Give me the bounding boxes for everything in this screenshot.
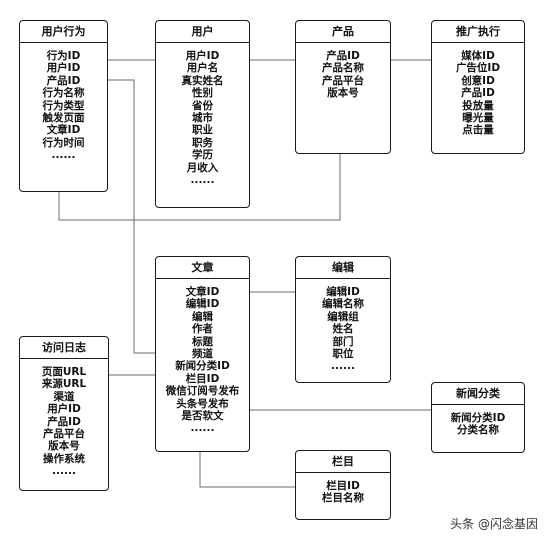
entity-title: 新闻分类 — [432, 383, 524, 405]
entity-field: 部门 — [332, 335, 354, 348]
entity-title: 编辑 — [296, 257, 390, 279]
entity-field: 产品ID — [326, 50, 360, 62]
entity-field: 城市 — [192, 111, 213, 124]
entity-field: 是否软文 — [181, 409, 224, 422]
link-article-column — [199, 451, 296, 488]
watermark: 头条 @闪念基因 — [450, 517, 538, 531]
entity-title: 产品 — [296, 21, 390, 43]
entity-field: 编辑ID — [326, 286, 360, 298]
entity-field: 用户ID — [46, 62, 81, 75]
entity-field: 产品ID — [47, 415, 81, 428]
entity-field: 产品ID — [46, 74, 81, 87]
entity-field: 性别 — [192, 87, 213, 100]
entity-field: 月收入 — [186, 161, 219, 174]
entity-field: 职位 — [332, 347, 354, 360]
entity-title: 推广执行 — [432, 21, 524, 43]
entity-field: 频道 — [192, 347, 213, 360]
entity-title: 文章 — [156, 257, 249, 279]
entity-field: 产品ID — [461, 87, 495, 100]
entity-field: 编辑名称 — [322, 298, 364, 311]
entity-field: 触发页面 — [42, 111, 85, 124]
entity-field: 新闻分类ID — [450, 412, 506, 424]
entity-field: ...... — [52, 465, 76, 478]
entity-field: 产品平台 — [322, 74, 364, 87]
entity-field: 产品平台 — [43, 427, 85, 440]
entity-field: 行为类型 — [42, 99, 85, 112]
entity-field: ...... — [51, 149, 76, 162]
entity-field: 学历 — [192, 149, 213, 162]
entity-field: 产品名称 — [322, 62, 364, 75]
entity-field: 编辑 — [192, 310, 213, 323]
entity-field: 分类名称 — [457, 424, 499, 437]
entity-field: 栏目ID — [185, 372, 220, 385]
entity-field: 操作系统 — [43, 452, 85, 465]
entity-field: 页面URL — [41, 366, 87, 378]
entity-field: 版本号 — [48, 440, 80, 453]
entity-field: 媒体ID — [461, 50, 495, 62]
entity-field: ...... — [331, 360, 355, 373]
entity-field: 投放量 — [462, 99, 494, 112]
entity-field: 文章ID — [185, 286, 220, 298]
entity-field: 微信订阅号发布 — [165, 385, 240, 398]
entity-title: 栏目 — [296, 451, 390, 473]
entity-field: 行为ID — [46, 50, 81, 62]
entity-title: 用户 — [156, 21, 249, 43]
entity-field: 省份 — [192, 99, 213, 112]
entity-field: 文章ID — [46, 124, 81, 137]
entity-field: 行为名称 — [42, 87, 85, 100]
entity-field: 栏目名称 — [322, 492, 364, 505]
entity-field: 编辑组 — [327, 310, 359, 323]
entity-title: 访问日志 — [20, 337, 108, 359]
entity-field: 创意ID — [461, 74, 495, 87]
entity-field: 头条号发布 — [176, 397, 229, 410]
entity-field: 编辑ID — [185, 298, 220, 311]
entity-field: 职业 — [192, 124, 213, 137]
entity-field: 行为时间 — [42, 136, 85, 149]
entity-field: 标题 — [192, 335, 213, 348]
entity-field: 渠道 — [53, 390, 75, 403]
entity-field: ...... — [190, 173, 215, 186]
entity-field: 来源URL — [41, 378, 87, 391]
entity-field: 新闻分类ID — [175, 360, 230, 373]
entity-title: 用户行为 — [20, 21, 107, 43]
entity-field: 点击量 — [462, 124, 494, 137]
entity-field: 广告位ID — [455, 62, 501, 75]
entity-field: 版本号 — [327, 87, 359, 100]
entity-field: 栏目ID — [326, 480, 360, 492]
entity-field: 用户ID — [185, 50, 220, 62]
entity-field: ...... — [190, 422, 215, 435]
entity-field: 姓名 — [332, 323, 354, 336]
entity-field: 曝光量 — [462, 111, 494, 124]
entity-field: 职务 — [192, 136, 213, 149]
entity-field: 用户ID — [47, 403, 81, 416]
link-behavior-article — [106, 79, 156, 354]
entity-field: 真实姓名 — [181, 74, 224, 87]
entity-field: 作者 — [192, 323, 213, 336]
entity-field: 用户名 — [186, 62, 219, 75]
